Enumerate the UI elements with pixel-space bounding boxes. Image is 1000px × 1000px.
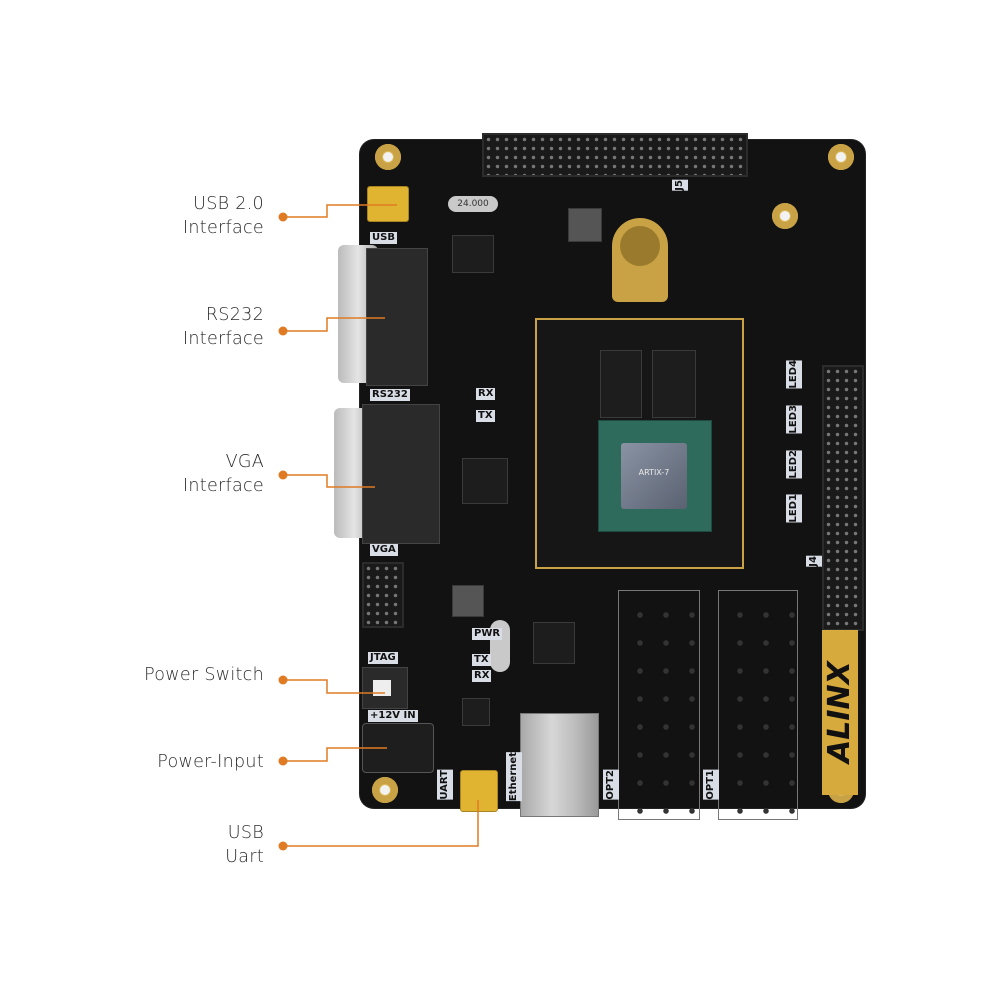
sfp-cage-opt2 — [618, 590, 700, 820]
ic-chip — [462, 698, 490, 726]
callout-usb2-line2: Interface — [182, 218, 264, 238]
callout-vga-line2: Interface — [182, 476, 264, 496]
leader-power-input — [283, 747, 387, 762]
callout-vga: VGA Interface — [183, 450, 264, 498]
silk-usb: USB — [370, 232, 397, 244]
alinx-logo: ALINX — [822, 630, 858, 795]
callout-dot — [278, 326, 288, 336]
callout-dot — [278, 675, 288, 685]
silk-rx: RX — [472, 670, 492, 682]
callout-power-input: Power-Input — [157, 752, 264, 772]
usb-2-connector — [367, 186, 409, 222]
callout-rs232: RS232 Interface — [183, 303, 264, 351]
silk-pwr: PWR — [472, 628, 503, 640]
inductor — [568, 208, 602, 242]
callout-usb-uart-line1: USB — [227, 823, 264, 843]
ic-chip — [452, 235, 494, 273]
callout-usb2: USB 2.0 Interface — [183, 192, 264, 240]
jtag-header — [362, 562, 404, 628]
silk-rs232: RS232 — [370, 389, 410, 401]
ddr-chip — [652, 350, 696, 418]
callout-dot — [278, 470, 288, 480]
j4-header — [822, 365, 864, 631]
ddr-chip — [600, 350, 642, 418]
callout-usb-uart: USB Uart — [225, 821, 264, 869]
silk-power-in: +12V IN — [368, 710, 418, 722]
silk-vga: VGA — [370, 544, 398, 556]
mounting-hole — [828, 144, 854, 170]
sfp-cage-opt1 — [718, 590, 798, 820]
callout-dot — [278, 841, 288, 851]
silk-tx: TX — [472, 654, 491, 666]
mounting-hole — [772, 203, 798, 229]
ic-chip — [462, 458, 508, 504]
fpga-chip: ARTIX-7 — [621, 443, 687, 509]
ic-chip — [533, 622, 575, 664]
leader-usb-uart — [283, 800, 479, 847]
rs232-connector — [366, 248, 428, 386]
callout-rs232-line2: Interface — [182, 329, 264, 349]
callout-rs232-line1: RS232 — [205, 305, 264, 325]
callout-dot — [278, 212, 288, 222]
power-switch[interactable] — [362, 667, 408, 709]
callout-usb-uart-line2: Uart — [225, 847, 264, 867]
mounting-hole — [375, 144, 401, 170]
callout-power-switch: Power Switch — [144, 665, 264, 685]
fpga-substrate: ARTIX-7 — [598, 420, 712, 532]
leader-usb2 — [283, 204, 397, 218]
crystal-oscillator: 24.000 — [448, 196, 498, 212]
inductor — [452, 585, 484, 617]
callout-dot — [278, 756, 288, 766]
usb-uart-connector — [460, 770, 498, 812]
leader-power-switch — [283, 679, 385, 694]
j5-header — [482, 133, 748, 177]
silk-jtag: JTAG — [368, 652, 398, 664]
silk-tx-rs232: TX — [476, 410, 495, 422]
silk-rx-rs232: RX — [476, 388, 496, 400]
leader-vga — [283, 474, 375, 488]
callout-usb2-line1: USB 2.0 — [193, 194, 264, 214]
mounting-hole — [372, 777, 398, 803]
callout-vga-line1: VGA — [225, 452, 264, 472]
ethernet-port — [520, 713, 599, 817]
leader-rs232 — [283, 317, 385, 332]
battery-holder — [612, 218, 668, 302]
vga-connector — [362, 404, 440, 544]
